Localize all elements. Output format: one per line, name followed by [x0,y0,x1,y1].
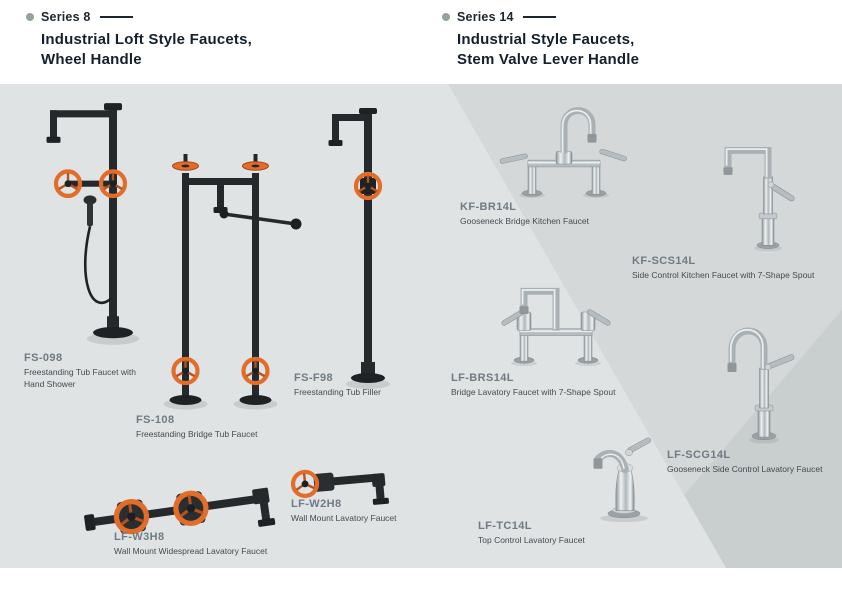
kf-scs14l-illustration [723,147,795,252]
kf-br14l-illustration [499,107,627,199]
product-code: LF-BRS14L [451,372,514,384]
wheel-handle-top-icon [172,154,199,171]
product-label-lf-w2h8: LF-W2H8 Wall Mount Lavatory Faucet [291,498,426,525]
hand-shower [83,195,113,305]
product-label-lf-tc14l: LF-TC14L Top Control Lavatory Faucet [478,520,638,547]
series-bullet-icon [442,13,450,21]
section-title-line1: Industrial Loft Style Faucets, [41,31,253,48]
product-code: KF-SCS14L [632,255,696,267]
product-name: Freestanding Tub Faucet with Hand Shower [24,367,136,389]
product-label-lf-brs14l: LF-BRS14L Bridge Lavatory Faucet with 7-… [451,372,656,399]
curved-spout [593,449,629,474]
product-name: Bridge Lavatory Faucet with 7-Shape Spou… [451,387,616,397]
wheel-handle-icon [173,490,209,526]
fs-108-illustration [163,154,302,410]
seven-shape-spout [519,287,560,331]
lf-w3h8-illustration [84,487,276,535]
gooseneck-spout [727,327,768,372]
product-name: Wall Mount Widespread Lavatory Faucet [114,546,268,556]
series-underline [99,16,133,18]
product-label-kf-br14l: KF-BR14L Gooseneck Bridge Kitchen Faucet [460,201,650,228]
product-code: FS-098 [24,352,63,364]
section-title: Industrial Style Faucets, Stem Valve Lev… [457,30,639,69]
wheel-handle-icon [290,469,320,498]
product-code: FS-F98 [294,372,334,384]
wheel-handle-icon [353,171,383,201]
section-header-series14: Series 14 Industrial Style Faucets, Stem… [442,10,639,69]
product-name: Gooseneck Side Control Lavatory Faucet [667,464,823,474]
fs-098-illustration [46,103,139,345]
series-bullet-icon [26,13,34,21]
product-name: Freestanding Bridge Tub Faucet [136,429,258,439]
product-code: LF-SCG14L [667,449,731,461]
section-title-line1: Industrial Style Faucets, [457,31,635,48]
lf-brs14l-illustration [501,287,611,367]
section-title-line2: Stem Valve Lever Handle [457,50,640,68]
lf-scg14l-illustration [727,327,795,444]
lever-handle [767,181,795,202]
product-label-kf-scs14l: KF-SCS14L Side Control Kitchen Faucet wi… [632,255,842,282]
series-underline [522,16,556,18]
series8-row: Series 8 [26,10,252,24]
section-header-series8: Series 8 Industrial Loft Style Faucets, … [26,10,252,69]
lf-w2h8-illustration [290,469,389,505]
product-code: LF-TC14L [478,520,532,532]
section-title-line2: Wheel Handle [41,50,142,68]
lf-tc14l-illustration [593,437,652,523]
wheel-handle-icon [53,169,83,199]
product-code: LF-W3H8 [114,531,165,543]
product-name: Gooseneck Bridge Kitchen Faucet [460,216,589,226]
series-label: Series 8 [41,10,91,24]
lever-handle [499,153,528,164]
product-label-lf-w3h8: LF-W3H8 Wall Mount Widespread Lavatory F… [114,531,309,558]
product-code: KF-BR14L [460,201,517,213]
fs-f98-illustration [328,108,390,389]
lever-handle [625,437,652,457]
product-code: LF-W2H8 [291,498,342,510]
product-code: FS-108 [136,414,175,426]
seven-shape-spout [723,147,772,179]
lever-handle [587,309,611,326]
series14-row: Series 14 [442,10,639,24]
wheel-handle-icon [171,356,200,386]
wheel-handle-icon [113,499,150,535]
product-name: Wall Mount Lavatory Faucet [291,513,397,523]
lever-handle [599,148,627,162]
section-title: Industrial Loft Style Faucets, Wheel Han… [41,30,252,69]
product-name: Side Control Kitchen Faucet with 7-Shape… [632,270,815,280]
product-label-fs-108: FS-108 Freestanding Bridge Tub Faucet [136,414,296,441]
series-label: Series 14 [457,10,514,24]
product-name: Top Control Lavatory Faucet [478,535,585,545]
product-label-lf-scg14l: LF-SCG14L Gooseneck Side Control Lavator… [667,449,842,476]
product-label-fs-098: FS-098 Freestanding Tub Faucet with Hand… [24,352,142,391]
wheel-handle-icon [241,356,270,386]
wheel-handle-icon [98,169,128,199]
wheel-handle-top-icon [242,154,269,171]
product-name: Freestanding Tub Filler [294,387,381,397]
lever-handle [764,354,795,371]
gooseneck-spout [560,107,597,154]
product-label-fs-f98: FS-F98 Freestanding Tub Filler [294,372,414,399]
